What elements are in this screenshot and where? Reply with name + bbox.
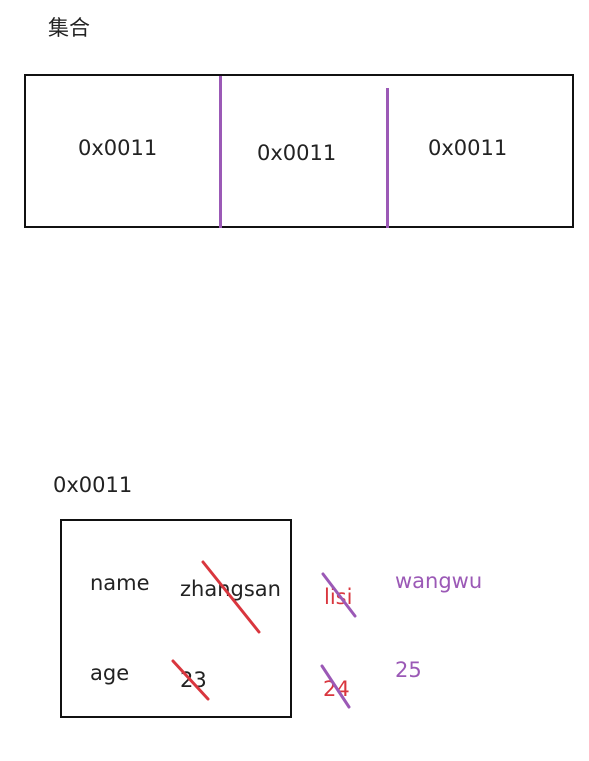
field-name-key: name [90, 571, 150, 595]
collection-divider-2 [386, 88, 389, 228]
age-value-old-1: 23 [180, 668, 207, 692]
name-value-old-1: zhangsan [180, 577, 281, 601]
diagram-title: 集合 [48, 16, 90, 40]
collection-slot-2: 0x0011 [257, 141, 337, 165]
object-box [60, 519, 292, 718]
collection-box [24, 74, 574, 228]
collection-divider-1 [219, 76, 222, 228]
name-value-current: wangwu [395, 569, 483, 593]
collection-slot-1: 0x0011 [78, 136, 158, 160]
name-value-old-2: lisi [324, 585, 353, 609]
age-value-old-2: 24 [323, 677, 350, 701]
age-value-current: 25 [395, 658, 422, 682]
collection-slot-3: 0x0011 [428, 136, 508, 160]
field-age-key: age [90, 661, 130, 685]
object-address-label: 0x0011 [53, 473, 133, 497]
